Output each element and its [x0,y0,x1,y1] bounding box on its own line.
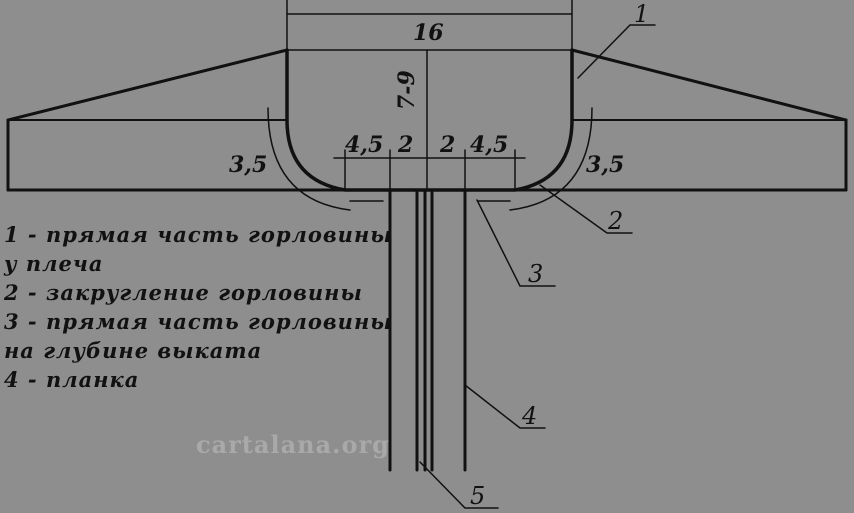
legend-item: на глубине выката [4,338,263,363]
legend-item: 3 - прямая часть горловины [4,309,393,334]
radius-arc-left [267,107,351,211]
dim-radius-right-label: 3,5 [586,152,624,178]
leader-1 [577,24,656,79]
dim-width-label: 16 [413,20,444,46]
dim-seg-right-45-label: 4,5 [470,132,508,158]
legend: 1 - прямая часть горловины у плеча 2 - з… [4,220,393,394]
legend-item: 1 - прямая часть горловины [4,222,393,247]
leader-2 [539,184,633,234]
dim-depth-label: 7-9 [394,70,420,110]
dim-seg-left-2-label: 2 [397,132,413,158]
dim-seg-right-2-label: 2 [439,132,455,158]
callout-4: 4 [521,402,537,430]
leader-4 [464,384,546,429]
dim-seg-left-45-label: 4,5 [345,132,383,158]
leader-5 [419,461,499,509]
neckline-curve [285,48,574,192]
legend-item: 4 - планка [4,367,140,392]
leader-3 [476,199,556,287]
legend-item: у плеча [4,251,104,276]
watermark: cartalana.org [196,430,390,459]
callout-1: 1 [634,0,649,28]
callout-3: 3 [528,260,543,288]
callout-2: 2 [607,207,623,235]
radius-arc-right [509,107,593,211]
legend-item: 2 - закругление горловины [4,280,363,305]
callout-5: 5 [470,482,485,510]
dim-radius-left-label: 3,5 [229,152,267,178]
